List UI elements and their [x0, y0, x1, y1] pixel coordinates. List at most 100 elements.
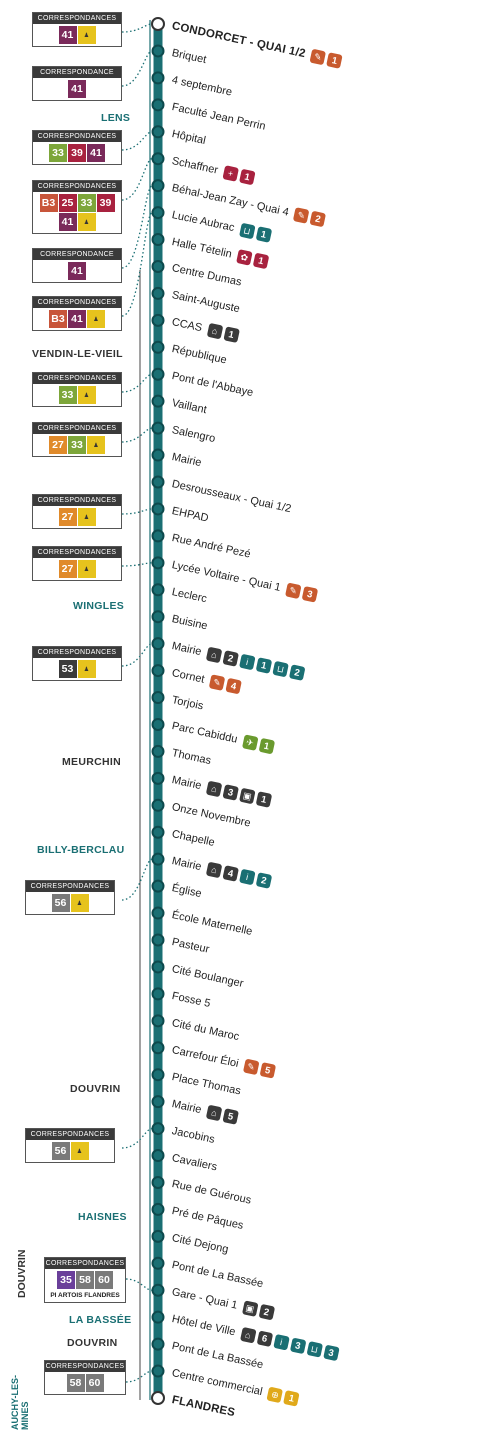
- town-label: VENDIN-LE-VIEIL: [32, 348, 123, 360]
- stop-dot: [151, 771, 165, 785]
- bus-line-badge[interactable]: 39: [96, 194, 115, 212]
- bus-line-badge[interactable]: B3: [39, 194, 58, 212]
- pedestrian-icon[interactable]: ♟: [77, 660, 96, 678]
- info-icon: i: [238, 868, 256, 886]
- stop-dot: [151, 987, 165, 1001]
- stop-dot: [151, 286, 165, 300]
- stop-dot: [151, 421, 165, 435]
- stop-dot: [151, 933, 165, 947]
- town-label: DOUVRIN: [70, 1083, 121, 1095]
- stop-name: Mairie: [170, 639, 203, 658]
- bus-line-badge[interactable]: 27: [49, 436, 67, 454]
- stop-dot: [151, 825, 165, 839]
- correspondance-header: CORRESPONDANCES: [33, 495, 121, 506]
- bus-line-badge[interactable]: 33: [68, 436, 86, 454]
- correspondance-lines: 53♟: [33, 658, 121, 680]
- stop-dot: [151, 206, 165, 220]
- stop-dot: [151, 1175, 165, 1189]
- stop-dot: [151, 125, 165, 139]
- pedestrian-icon[interactable]: ♟: [77, 560, 96, 578]
- stop-dot: [151, 71, 165, 85]
- bus-line-badge[interactable]: 33: [49, 144, 67, 162]
- bus-line-badge[interactable]: B3: [49, 310, 67, 328]
- bus-line-badge[interactable]: 27: [58, 560, 77, 578]
- bus-line-badge[interactable]: 35: [57, 1271, 75, 1289]
- stop-dot: [151, 1337, 165, 1351]
- bus-line-badge[interactable]: 41: [87, 144, 105, 162]
- stop-dot: [151, 798, 165, 812]
- town-label-vertical: DOUVRIN: [16, 1249, 28, 1298]
- bus-line-badge[interactable]: 53: [58, 660, 77, 678]
- bus-line-badge[interactable]: 56: [51, 1142, 70, 1160]
- correspondance-header: CORRESPONDANCES: [33, 423, 121, 434]
- town-label: BILLY-BERCLAU: [37, 844, 125, 856]
- stop-dot: [151, 637, 165, 651]
- basket-icon: ⊔: [238, 222, 256, 239]
- correspondance-header: CORRESPONDANCES: [33, 181, 121, 192]
- correspondance-lines: 41: [33, 78, 121, 100]
- bus-line-badge[interactable]: 33: [58, 386, 77, 404]
- bus-line-badge[interactable]: 41: [58, 213, 77, 231]
- correspondance-lines: 27♟: [33, 506, 121, 528]
- stop-dot: [151, 367, 165, 381]
- pedestrian-icon[interactable]: ♟: [87, 310, 105, 328]
- bus-line-badge[interactable]: 60: [85, 1374, 104, 1392]
- bus-line-badge[interactable]: 41: [68, 80, 86, 98]
- flower-icon: ✿: [236, 248, 253, 266]
- pedestrian-icon[interactable]: ♟: [70, 894, 89, 912]
- bus-line-badge[interactable]: 41: [68, 310, 86, 328]
- building-icon: ⌂: [205, 780, 223, 798]
- bus-line-badge[interactable]: 27: [58, 508, 77, 526]
- stop-dot: [151, 1364, 165, 1378]
- pedestrian-icon[interactable]: ♟: [87, 436, 105, 454]
- poi-count-badge: 2: [222, 649, 239, 667]
- transfer-link: [121, 23, 153, 33]
- stop-dot: [151, 1122, 165, 1136]
- pedestrian-icon[interactable]: ♟: [77, 213, 96, 231]
- bus-line-badge[interactable]: 60: [95, 1271, 113, 1289]
- basket-icon: ⊔: [306, 1341, 323, 1358]
- transfer-link: [121, 427, 153, 443]
- building-icon: ⌂: [205, 646, 223, 663]
- stop-dot: [151, 179, 165, 193]
- bus-line-badge[interactable]: 25: [58, 194, 77, 212]
- pencil-icon: ✎: [293, 206, 310, 224]
- bus-line-badge[interactable]: 33: [77, 194, 96, 212]
- poi-count-badge: 1: [255, 791, 273, 809]
- bus-line-badge[interactable]: 39: [68, 144, 86, 162]
- pedestrian-icon[interactable]: ♟: [77, 386, 96, 404]
- pedestrian-icon[interactable]: ♟: [77, 26, 96, 44]
- bus-line-badge[interactable]: 58: [76, 1271, 94, 1289]
- pedestrian-icon[interactable]: ♟: [77, 508, 96, 526]
- poi-count-badge: 3: [322, 1344, 340, 1362]
- pedestrian-icon[interactable]: ♟: [70, 1142, 89, 1160]
- stop-dot: [151, 98, 165, 112]
- transfer-link: [121, 642, 153, 667]
- stop-dot: [151, 529, 165, 543]
- bus-line-badge[interactable]: 41: [68, 262, 86, 280]
- bus-line-badge[interactable]: 58: [66, 1374, 85, 1392]
- pencil-icon: ✎: [284, 582, 302, 599]
- bus-line-badge[interactable]: 41: [58, 26, 77, 44]
- bus-line-badge[interactable]: 56: [51, 894, 70, 912]
- town-label-vertical: AUCHY-LES-MINES: [10, 1374, 30, 1430]
